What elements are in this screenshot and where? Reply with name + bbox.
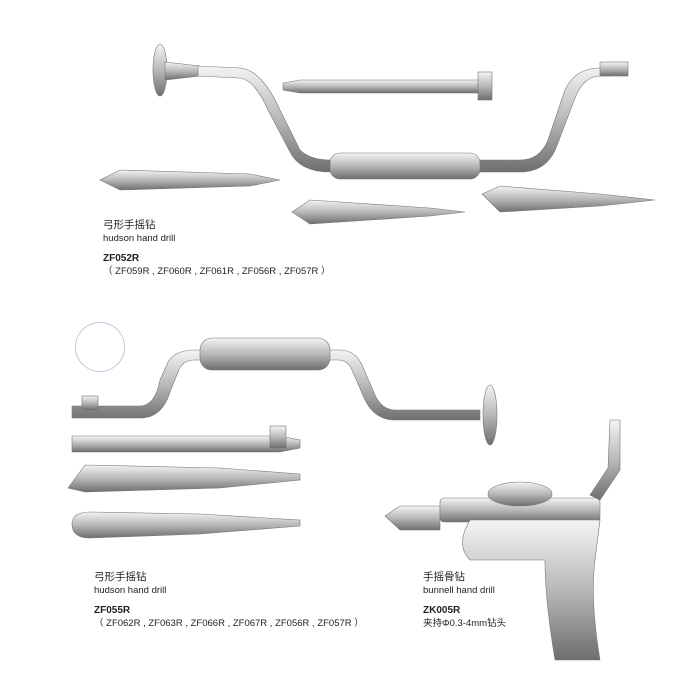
product-name-cn: 手摇骨钻 (423, 571, 465, 583)
product-name-en: bunnell hand drill (423, 585, 495, 596)
product-variants: （ ZF059R , ZF060R , ZF061R , ZF056R , ZF… (103, 266, 331, 277)
product-caption-zf052r: 弓形手摇钻 hudson hand drill ZF052R （ ZF059R … (103, 219, 331, 278)
product-caption-zf055r: 弓形手摇钻 hudson hand drill ZF055R （ ZF062R … (94, 571, 364, 630)
bunnell-hand-drill (384, 419, 621, 661)
hudson-brace-top (152, 43, 629, 180)
product-name-en: hudson hand drill (94, 585, 167, 596)
product-name-cn: 弓形手摇钻 (94, 571, 147, 583)
product-code: ZF055R (94, 605, 131, 616)
product-name-en: hudson hand drill (103, 233, 176, 244)
product-code: ZK005R (423, 605, 461, 616)
product-code: ZF052R (103, 253, 140, 264)
decorative-circle (75, 322, 125, 372)
drill-bits-top (99, 71, 656, 225)
product-caption-zk005r: 手摇骨钻 bunnell hand drill ZK005R 夹持Φ0.3-4m… (423, 571, 506, 630)
product-spec: 夹持Φ0.3-4mm钻头 (423, 618, 507, 629)
product-name-cn: 弓形手摇钻 (103, 219, 156, 231)
product-variants: （ ZF062R , ZF063R , ZF066R , ZF067R , ZF… (94, 618, 364, 629)
hudson-brace-bottom (67, 337, 498, 539)
